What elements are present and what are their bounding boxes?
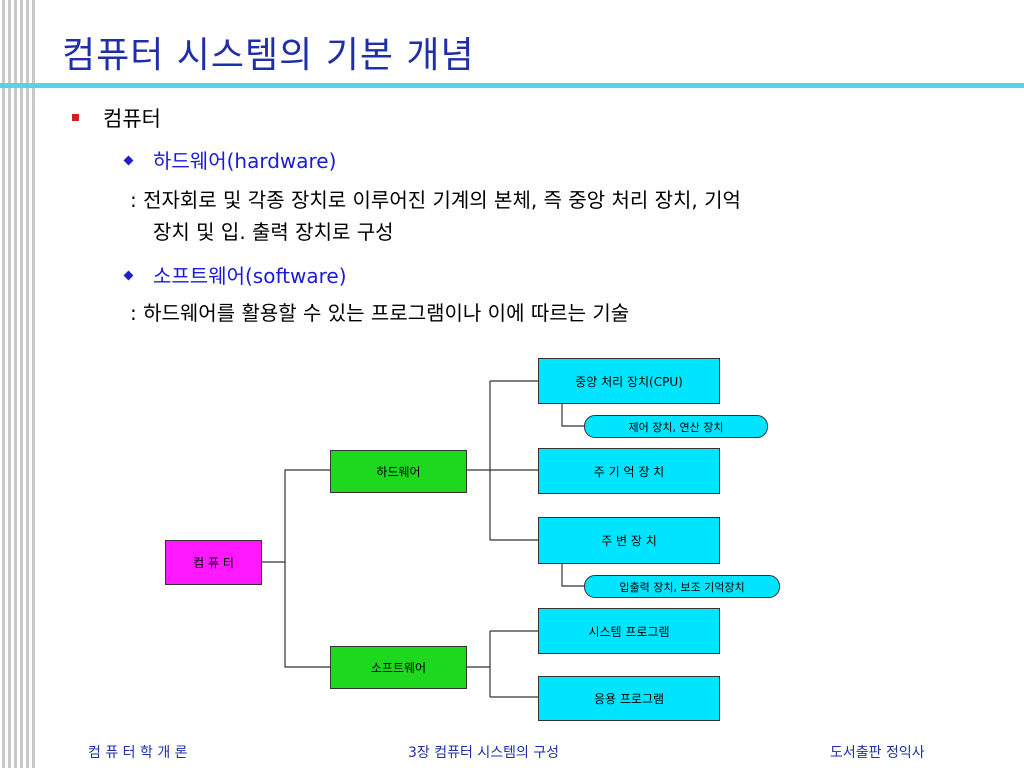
hardware-description-line2: 장치 및 입. 출력 장치로 구성: [153, 220, 394, 244]
diamond-bullet-icon: [123, 270, 134, 281]
slide-title: 컴퓨터 시스템의 기본 개념: [62, 35, 475, 76]
bullet-computer: 컴퓨터: [103, 107, 161, 131]
software-description: : 하드웨어를 활용할 수 있는 프로그램이나 이에 따르는 기술: [130, 301, 630, 325]
cpu-box: 중앙 처리 장치(CPU): [538, 358, 720, 404]
diamond-bullet-icon: [123, 155, 134, 166]
footer-right: 도서출판 정익사: [830, 745, 925, 761]
hardware-box: 하드웨어: [330, 450, 467, 493]
sub-bullet-hardware: 하드웨어(hardware): [153, 149, 337, 173]
square-bullet-icon: [72, 114, 79, 121]
left-decoration-lines: [0, 0, 40, 768]
sub-bullet-software: 소프트웨어(software): [153, 264, 347, 288]
hardware-description-line1: : 전자회로 및 각종 장치로 이루어진 기계의 본체, 즉 중앙 처리 장치,…: [130, 188, 741, 212]
footer-left: 컴 퓨 터 학 개 론: [88, 745, 188, 761]
title-underline-bar: [0, 83, 1024, 88]
system-program-box: 시스템 프로그램: [538, 608, 720, 654]
peripheral-detail-pill: 입출력 장치, 보조 기억장치: [584, 575, 780, 598]
main-memory-box: 주 기 억 장 치: [538, 448, 720, 494]
peripheral-box: 주 변 장 치: [538, 517, 720, 564]
cpu-detail-pill: 제어 장치, 연산 장치: [584, 415, 768, 438]
computer-box: 컴 퓨 터: [165, 540, 262, 585]
software-box: 소프트웨어: [330, 646, 467, 689]
footer-center: 3장 컴퓨터 시스템의 구성: [408, 745, 560, 761]
application-program-box: 응용 프로그램: [538, 676, 720, 721]
